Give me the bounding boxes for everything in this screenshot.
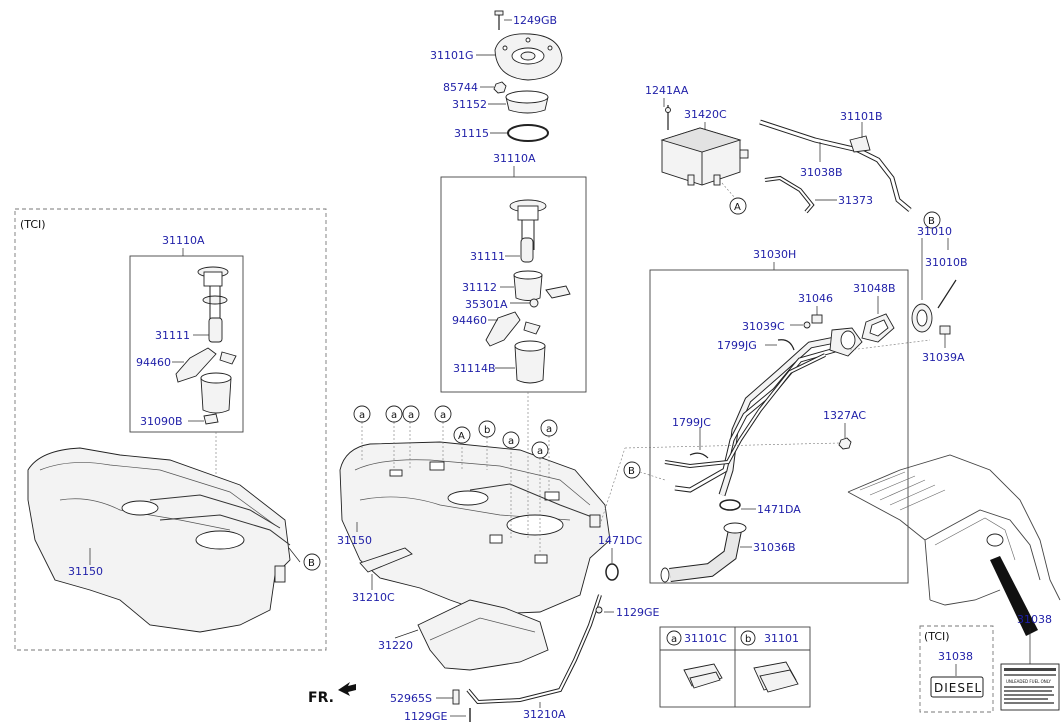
label-1471DC: 1471DC <box>598 534 642 547</box>
label-31038B: 31038B <box>800 166 843 179</box>
label-94460-left: 94460 <box>136 356 171 369</box>
label-31038-right: 31038 <box>1017 613 1052 626</box>
tci-label-left: (TCI) <box>20 218 46 231</box>
label-31114B: 31114B <box>453 362 496 375</box>
callout-circles-center: a a a a A b a a a <box>353 405 558 459</box>
canister-area: 1241AA 31420C A 31101B 31038B 31373 <box>645 84 912 215</box>
label-31112: 31112 <box>462 281 497 294</box>
callout-B-right: B <box>928 216 935 227</box>
tank-protector-and-straps: 31210C 31220 1129GE 31210A 52965S 1129GE <box>352 547 660 723</box>
bolt-icon <box>494 10 504 30</box>
label-94460-center: 94460 <box>452 314 487 327</box>
callout-B-neck: B <box>628 466 635 477</box>
label-31036B: 31036B <box>753 541 796 554</box>
callout-a-4: a <box>440 410 446 421</box>
label-85744: 85744 <box>443 81 478 94</box>
fuel-door-label-sticker: UNLEADED FUEL ONLY <box>1000 663 1060 711</box>
label-1249GB: 1249GB <box>513 14 557 27</box>
fuel-tank-left <box>27 447 291 633</box>
label-1799JC: 1799JC <box>672 416 711 429</box>
label-31048B: 31048B <box>853 282 896 295</box>
label-31210C: 31210C <box>352 591 395 604</box>
label-1471DA: 1471DA <box>757 503 801 516</box>
label-31101B: 31101B <box>840 110 883 123</box>
lock-ring <box>505 90 549 114</box>
callout-a-3: a <box>408 410 414 421</box>
label-31046: 31046 <box>798 292 833 305</box>
label-31373: 31373 <box>838 194 873 207</box>
label-31210A: 31210A <box>523 708 566 721</box>
tci-variant-section: (TCI) 31110A 31111 94460 31090B <box>14 208 327 651</box>
label-31030H: 31030H <box>753 248 796 261</box>
nut-icon <box>493 81 507 94</box>
callout-B-left: B <box>308 558 315 569</box>
callout-a-1: a <box>359 410 365 421</box>
label-31115: 31115 <box>454 127 489 140</box>
label-1129GE-lower: 1129GE <box>404 710 448 723</box>
callout-b-1: b <box>484 425 490 436</box>
label-35301A: 35301A <box>465 298 508 311</box>
legend-b: b <box>745 634 751 645</box>
tci-label-small: (TCI) <box>924 630 950 643</box>
callout-A-canister: A <box>734 202 741 213</box>
front-direction-indicator: FR. <box>308 682 356 706</box>
label-31111-left: 31111 <box>155 329 190 342</box>
callout-a-6: a <box>546 424 552 435</box>
label-31039C: 31039C <box>742 320 785 333</box>
fuel-pump-module-box: 31111 31112 35301A 94460 31114B <box>440 176 587 393</box>
label-31101G: 31101G <box>430 49 474 62</box>
label-31110A-center: 31110A <box>493 152 536 165</box>
legend-a: a <box>671 634 677 645</box>
fr-label: FR. <box>308 690 334 706</box>
label-31039A: 31039A <box>922 351 965 364</box>
label-31152: 31152 <box>452 98 487 111</box>
pump-cover-stack: 1249GB 31101G 85744 31152 31115 31110 <box>430 10 563 177</box>
label-31150-center: 31150 <box>337 534 372 547</box>
fuel-tank-center <box>339 392 611 615</box>
callout-a-5: a <box>508 436 514 447</box>
label-31150-left: 31150 <box>68 565 103 578</box>
label-31010B: 31010B <box>925 256 968 269</box>
label-31220: 31220 <box>378 639 413 652</box>
hose-clamp-1471DC <box>605 563 619 581</box>
label-1129GE-upper: 1129GE <box>616 606 660 619</box>
fuel-filler-cap-area: B 31010 31010B 31039A <box>911 211 968 364</box>
o-ring <box>507 124 549 142</box>
label-1799JG: 1799JG <box>717 339 757 352</box>
label-31110A-left: 31110A <box>162 234 205 247</box>
unleaded-text: UNLEADED FUEL ONLY <box>1006 679 1051 684</box>
label-1327AC: 1327AC <box>823 409 866 422</box>
pump-cover-plate <box>494 33 563 81</box>
label-52965S: 52965S <box>390 692 432 705</box>
callout-A-center: A <box>458 431 465 442</box>
label-31010: 31010 <box>917 225 952 238</box>
label-31420C: 31420C <box>684 108 727 121</box>
callout-a-2: a <box>391 410 397 421</box>
label-31038-tci: 31038 <box>938 650 973 663</box>
nut-1327AC: 1327AC <box>823 409 866 450</box>
legend-table: a 31101C b 31101 <box>659 626 811 708</box>
front-arrow-icon <box>338 682 356 696</box>
tci-diesel-label-box: (TCI) 31038 DIESEL <box>919 625 994 713</box>
label-1241AA: 1241AA <box>645 84 689 97</box>
callout-a-7: a <box>537 446 543 457</box>
vehicle-sketch <box>847 454 1061 636</box>
filler-neck-box: 31030H 31048B 31046 31039C 1799JG 1799J <box>623 248 909 584</box>
diesel-text: DIESEL <box>934 681 982 695</box>
label-31101: 31101 <box>764 632 799 645</box>
label-31101C: 31101C <box>684 632 727 645</box>
label-31090B: 31090B <box>140 415 183 428</box>
label-31111-center: 31111 <box>470 250 505 263</box>
